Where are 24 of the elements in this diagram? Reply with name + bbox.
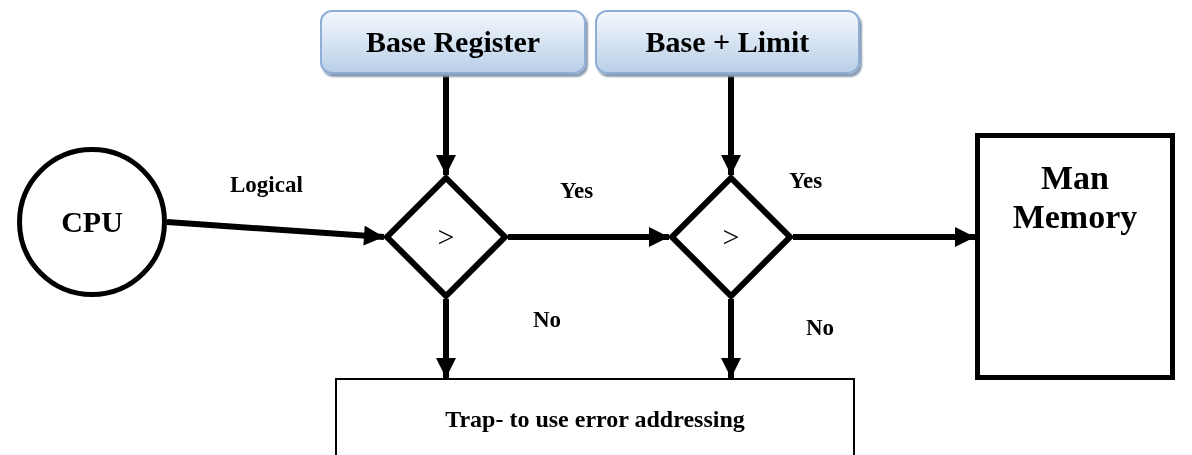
edge-label: No xyxy=(533,307,562,333)
decision-diamond xyxy=(384,175,508,299)
arrow xyxy=(721,74,741,175)
edge-label: Yes xyxy=(560,178,594,204)
edge-label: Yes xyxy=(789,168,823,194)
node-label: > xyxy=(722,219,740,255)
arrow xyxy=(793,227,975,247)
memory-box xyxy=(975,133,1175,380)
node-label: Trap- to use error addressing xyxy=(445,406,745,434)
node-label: CPU xyxy=(61,204,123,240)
node-label: Base Register xyxy=(365,24,541,60)
arrow xyxy=(436,74,456,175)
arrow xyxy=(721,299,741,378)
register-box xyxy=(595,10,860,74)
arrow xyxy=(166,219,385,246)
edge-label: No xyxy=(806,315,835,341)
edge-label: Logical xyxy=(230,172,303,198)
node-label: Man Memory xyxy=(1011,158,1139,237)
arrow xyxy=(508,227,669,247)
node-label: Base + Limit xyxy=(645,24,810,60)
node-label: > xyxy=(437,219,455,255)
process-box xyxy=(335,378,855,455)
arrow xyxy=(436,299,456,378)
register-box xyxy=(320,10,586,74)
